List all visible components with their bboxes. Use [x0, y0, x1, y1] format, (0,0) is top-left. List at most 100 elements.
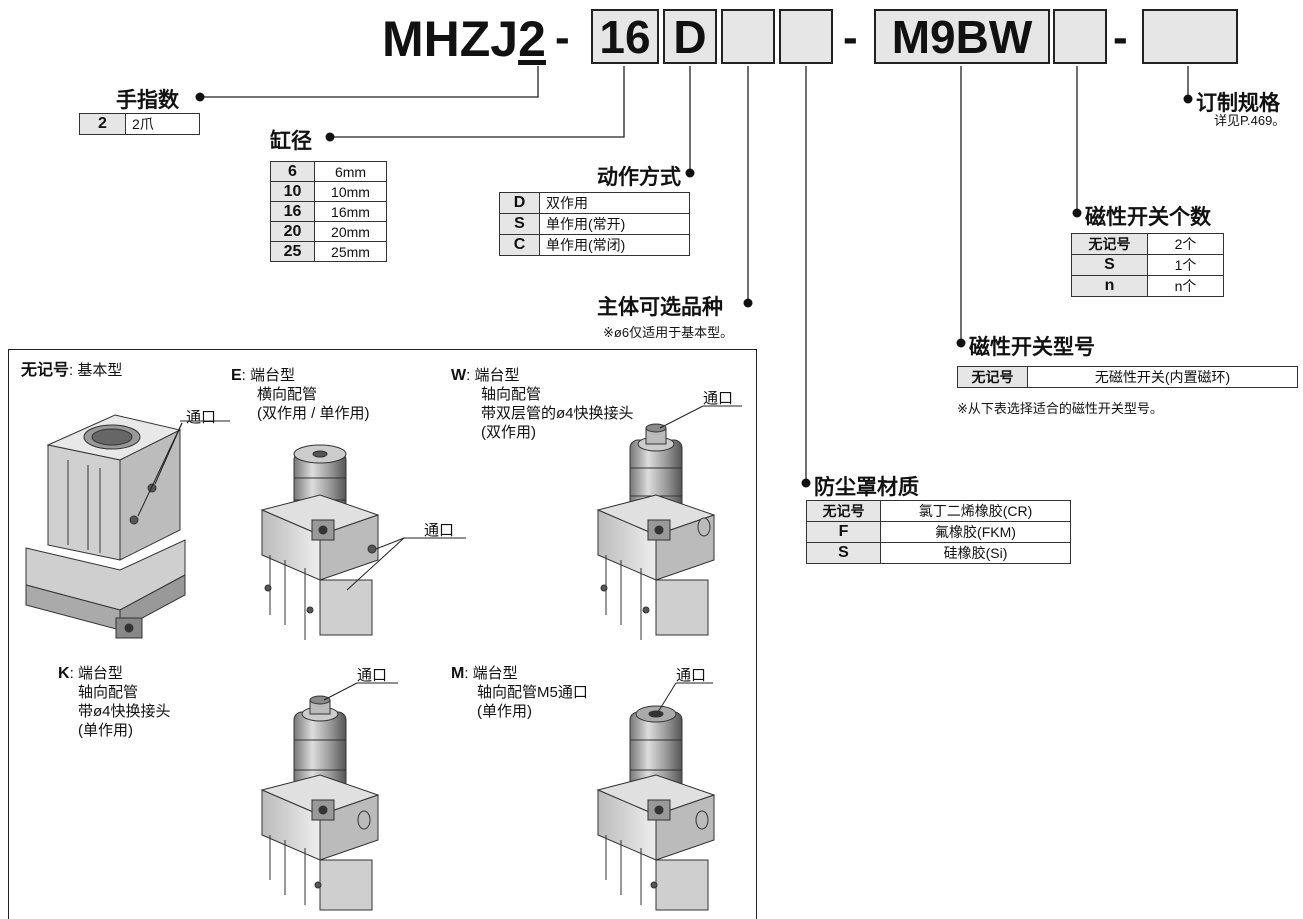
dust-cover-value: 氯丁二烯橡胶(CR)	[880, 500, 1071, 522]
body-option-note: ※ø6仅适用于基本型。	[603, 325, 734, 340]
action-key: C	[499, 234, 540, 256]
option-basic-port-label: 通口	[186, 409, 217, 426]
dust-cover-label: 防尘罩材质	[814, 476, 919, 499]
option-k-line: (单作用)	[78, 722, 133, 739]
model-box-custom	[1142, 9, 1238, 64]
table-row: 2 2爪	[79, 113, 200, 135]
bore-key: 16	[270, 201, 315, 222]
option-m-line: (单作用)	[477, 703, 532, 720]
custom-note: 详见P.469。	[1214, 113, 1286, 128]
option-w-line: 带双层管的ø4快换接头	[481, 405, 634, 422]
model-box-bore: 16	[591, 9, 659, 64]
bore-label: 缸径	[270, 130, 312, 153]
option-e-port-label: 通口	[424, 522, 455, 539]
option-basic-key: 无记号	[21, 362, 70, 379]
bore-value: 20mm	[314, 221, 387, 242]
option-w-line: (双作用)	[481, 424, 536, 441]
switch-count-value: 1个	[1147, 254, 1224, 276]
option-k-line: 轴向配管	[78, 684, 139, 701]
option-m-text: M: 端台型 轴向配管M5通口 (单作用)	[451, 664, 588, 721]
model-fingers-digit: 2	[518, 11, 546, 67]
option-k-line: : 端台型	[69, 665, 123, 682]
action-value: 单作用(常闭)	[539, 234, 690, 256]
basic-gripper-image	[25, 414, 186, 639]
option-basic-desc: : 基本型	[69, 362, 123, 379]
bore-value: 25mm	[314, 241, 387, 262]
option-e-line: (双作用 / 单作用)	[257, 405, 370, 422]
model-prefix-text: MHZJ	[382, 11, 519, 67]
option-m-port-label: 通口	[676, 667, 707, 684]
switch-count-value: n个	[1147, 275, 1224, 297]
action-value: 单作用(常开)	[539, 213, 690, 235]
option-w-line: 轴向配管	[481, 386, 542, 403]
option-m-line: : 端台型	[464, 665, 518, 682]
dust-cover-key: S	[806, 542, 881, 564]
option-k-key: K	[58, 665, 70, 682]
body-option-label: 主体可选品种	[597, 296, 723, 319]
option-m-line: 轴向配管M5通口	[477, 684, 588, 701]
option-m-key: M	[451, 665, 465, 682]
option-k-line: 带ø4快换接头	[78, 703, 171, 720]
model-box-body-option	[721, 9, 775, 64]
option-k-text: K: 端台型 轴向配管 带ø4快换接头 (单作用)	[58, 664, 171, 740]
action-key: S	[499, 213, 540, 235]
option-basic-text: 无记号: 基本型	[21, 361, 122, 380]
switch-count-key: 无记号	[1071, 233, 1148, 255]
bore-value: 6mm	[314, 161, 387, 182]
gripper-k-image	[260, 695, 380, 911]
gripper-e-image	[260, 444, 380, 640]
dust-cover-value: 硅橡胶(Si)	[880, 542, 1071, 564]
switch-model-table: 无记号无磁性开关(内置磁环)	[957, 366, 1298, 388]
switch-model-label: 磁性开关型号	[969, 336, 1095, 359]
option-e-line: : 端台型	[241, 367, 296, 384]
model-dash-2: -	[843, 13, 858, 62]
model-box-action: D	[663, 9, 717, 64]
switch-model-value: 无磁性开关(内置磁环)	[1027, 366, 1298, 388]
option-k-port-label: 通口	[357, 667, 388, 684]
action-value: 双作用	[539, 192, 690, 214]
model-prefix: MHZJ2	[382, 14, 546, 64]
option-e-line: 横向配管	[257, 386, 318, 403]
table-row: 无记号无磁性开关(内置磁环)	[957, 366, 1298, 388]
gripper-w-image	[596, 423, 716, 640]
option-w-line: : 端台型	[466, 367, 520, 384]
model-box-dust-cover	[779, 9, 833, 64]
fingers-key: 2	[79, 113, 126, 135]
fingers-table: 2 2爪	[79, 113, 200, 135]
bore-key: 20	[270, 221, 315, 242]
model-box-switch: M9BW	[874, 9, 1050, 64]
fingers-label: 手指数	[116, 89, 179, 112]
bore-value: 10mm	[314, 181, 387, 202]
model-dash-3: -	[1113, 13, 1128, 62]
switch-model-note: ※从下表选择适合的磁性开关型号。	[957, 401, 1163, 416]
action-label: 动作方式	[597, 166, 681, 189]
option-w-port-label: 通口	[703, 390, 734, 407]
model-box-switch-count	[1053, 9, 1107, 64]
bore-key: 10	[270, 181, 315, 202]
fingers-value: 2爪	[125, 113, 200, 135]
option-w-key: W	[451, 367, 467, 384]
body-option-panel	[8, 349, 757, 919]
switch-count-key: n	[1071, 275, 1148, 297]
gripper-m-image	[596, 705, 716, 911]
option-w-text: W: 端台型 轴向配管 带双层管的ø4快换接头 (双作用)	[451, 366, 634, 442]
switch-count-label: 磁性开关个数	[1085, 206, 1211, 229]
option-e-key: E	[231, 367, 242, 384]
switch-count-value: 2个	[1147, 233, 1224, 255]
